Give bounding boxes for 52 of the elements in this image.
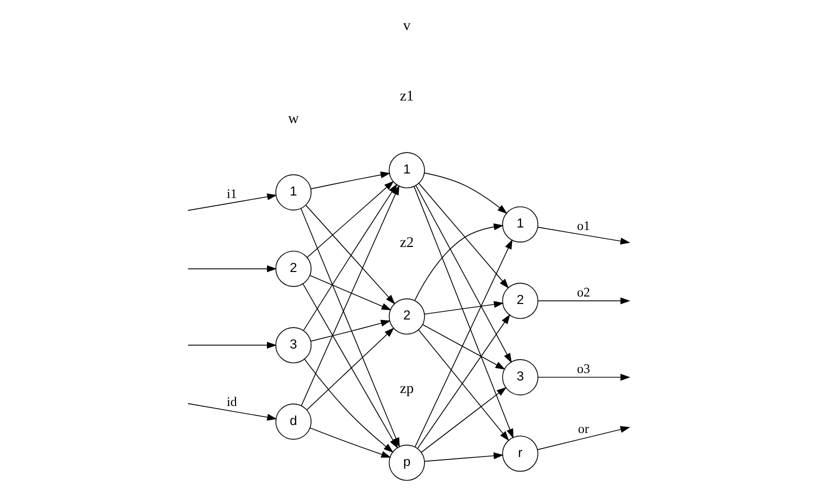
arrow <box>306 328 394 410</box>
node-label: z2 <box>400 234 414 251</box>
node-circle: 1 <box>275 174 312 210</box>
node-circle: p <box>388 444 425 481</box>
arrow <box>304 358 394 453</box>
edge-label: i1 <box>226 186 237 201</box>
label: v <box>403 18 411 34</box>
arrow <box>537 426 630 450</box>
node-circle: 2 <box>502 282 538 319</box>
edge-label: or <box>578 420 589 436</box>
arrow <box>188 265 277 272</box>
arrow <box>538 374 630 381</box>
label: w <box>288 110 299 127</box>
arrow <box>414 186 514 439</box>
arrow <box>418 183 509 289</box>
arrow <box>537 226 630 244</box>
arrow <box>420 387 507 453</box>
node-label: zp <box>400 381 414 398</box>
arrow <box>302 284 398 449</box>
node-circle: 2 <box>388 298 425 335</box>
arrow <box>415 185 512 364</box>
arrow <box>301 185 400 406</box>
edge-label: id <box>226 394 237 409</box>
arrow <box>305 204 396 304</box>
node-circle: 3 <box>502 359 538 396</box>
node-circle: d <box>275 404 312 440</box>
arrow <box>414 239 512 448</box>
arrow <box>310 275 392 310</box>
arrow <box>310 320 391 342</box>
node-circle: 2 <box>275 250 312 287</box>
node-circle: 3 <box>275 327 312 364</box>
arrow <box>424 172 508 214</box>
arrow <box>422 324 506 370</box>
arrow <box>424 300 504 315</box>
arrow <box>418 329 510 441</box>
node-circle: r <box>502 436 538 472</box>
arrow <box>414 223 504 301</box>
edge-label: o1 <box>576 218 590 234</box>
arrow <box>538 297 630 304</box>
arrow <box>188 403 278 421</box>
arrow <box>310 172 390 190</box>
edge-label: o2 <box>576 284 590 300</box>
arrow <box>188 342 277 349</box>
edge-label: o3 <box>576 360 590 376</box>
arrow <box>188 193 278 211</box>
node-circle: 1 <box>502 206 538 242</box>
node-circle: 1 <box>388 152 425 188</box>
arrow <box>310 427 392 458</box>
node-label: z1 <box>400 88 414 105</box>
arrow <box>306 180 394 258</box>
arrow <box>424 452 504 462</box>
arrow <box>417 314 510 449</box>
